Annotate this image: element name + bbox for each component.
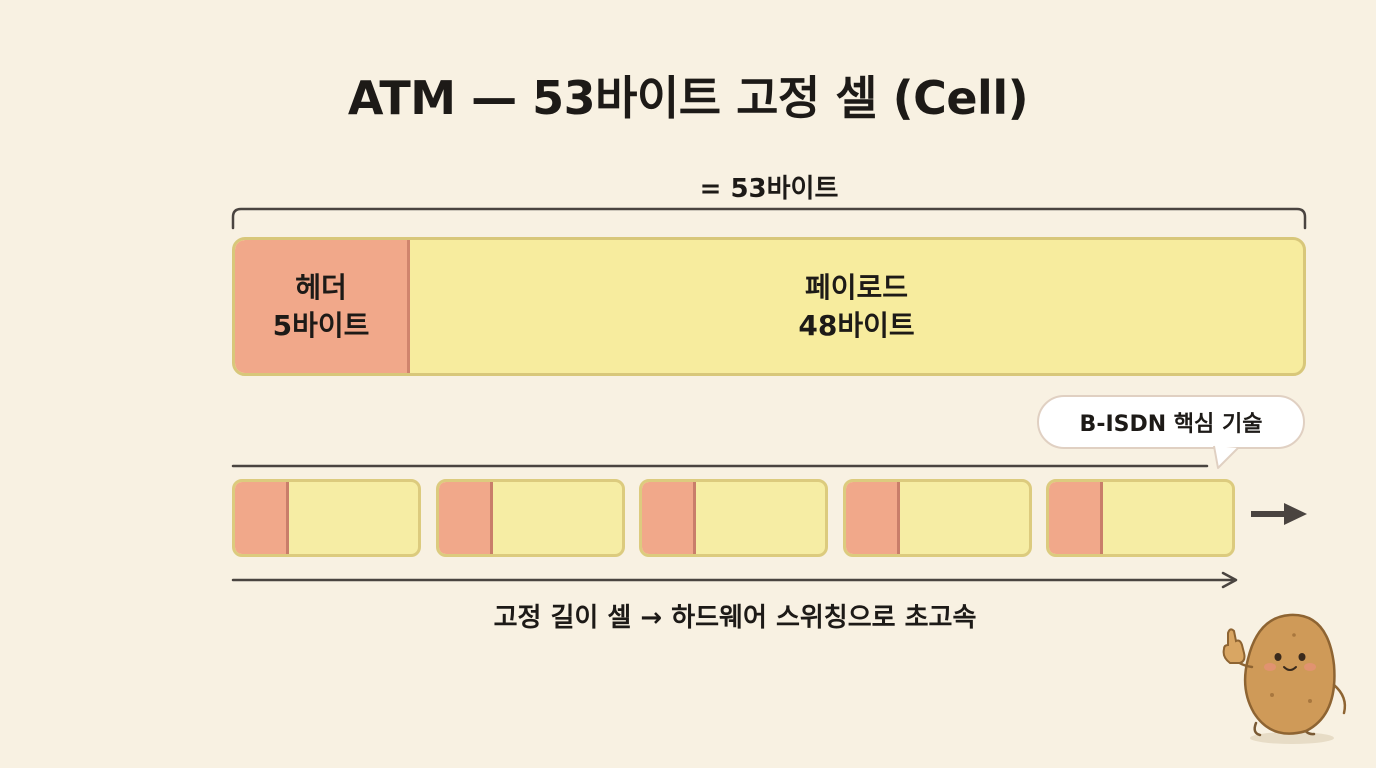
stream-cell-header bbox=[439, 482, 493, 554]
diagram-title: ATM — 53바이트 고정 셀 (Cell) bbox=[347, 71, 1029, 125]
payload-name: 페이로드 bbox=[804, 270, 909, 304]
stream-cell-header bbox=[1049, 482, 1103, 554]
stream-bottom-arrowhead bbox=[1221, 571, 1238, 589]
cell-header-segment: 헤더 5바이트 bbox=[235, 240, 410, 373]
header-size: 5바이트 bbox=[272, 308, 370, 342]
stream-cell bbox=[232, 479, 421, 557]
payload-size: 48바이트 bbox=[798, 308, 915, 342]
size-brace bbox=[231, 207, 1307, 230]
callout-bubble: B-ISDN 핵심 기술 bbox=[1037, 395, 1305, 449]
flow-arrow-icon bbox=[1251, 503, 1307, 525]
stream-cell bbox=[436, 479, 625, 557]
stream-cell-header bbox=[235, 482, 289, 554]
cell-payload-segment: 페이로드 48바이트 bbox=[410, 240, 1303, 373]
callout-tail bbox=[1213, 444, 1239, 469]
stream-cell bbox=[639, 479, 828, 557]
stream-cell bbox=[843, 479, 1032, 557]
potato-mascot-icon bbox=[1222, 613, 1347, 744]
caption: 고정 길이 셀 → 하드웨어 스위칭으로 초고속 bbox=[493, 603, 977, 633]
stream-cell bbox=[1046, 479, 1235, 557]
stream-cell-header bbox=[642, 482, 696, 554]
header-name: 헤더 bbox=[295, 270, 347, 304]
total-size-label: = 53바이트 bbox=[699, 174, 839, 204]
atm-cell: 헤더 5바이트 페이로드 48바이트 bbox=[232, 237, 1306, 376]
stream-cell-header bbox=[846, 482, 900, 554]
